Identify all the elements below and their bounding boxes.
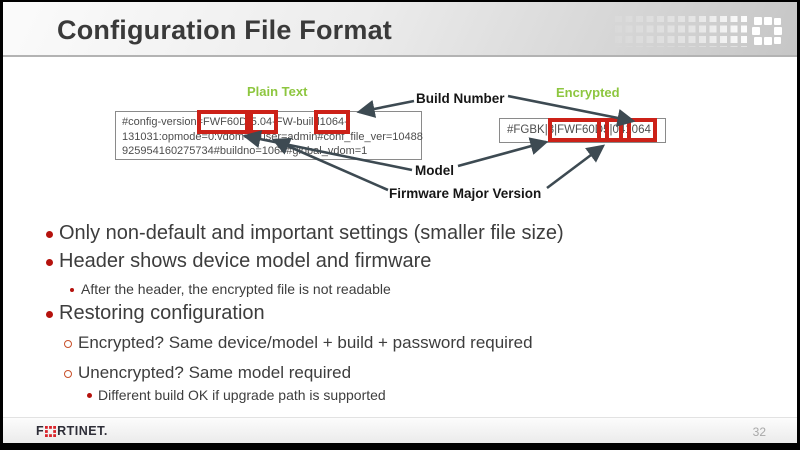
slide-background: [3, 2, 797, 443]
encrypted-label: Encrypted: [556, 85, 620, 100]
fortinet-dotted-o-icon: [45, 425, 57, 437]
highlight-version-encrypted: 5|04: [597, 118, 632, 142]
bullet-subsubitem: Different build OK if upgrade path is su…: [87, 387, 386, 403]
logo-text-prefix: F: [36, 424, 45, 438]
bullet-item: Header shows device model and firmware: [46, 250, 431, 273]
highlight-model-encrypted: |FWF60D: [548, 118, 610, 142]
plain-config-box: #config-version=FWF60D-5.04-FW-build1064…: [115, 110, 423, 160]
fortinet-logo: F RTINET.: [36, 424, 108, 438]
plain-text-label: Plain Text: [247, 84, 308, 99]
plain-config-line1: #config-version=FWF60D-5.04-FW-build1064…: [122, 110, 415, 134]
config-prefix: #config-version=: [122, 116, 204, 128]
callout-firmware-major-version: Firmware Major Version: [389, 186, 542, 201]
page-number: 32: [752, 425, 766, 439]
callout-build-number: Build Number: [416, 91, 505, 106]
fortinet-grid-pattern-icon: [615, 16, 782, 47]
bullet-item: Only non-default and important settings …: [46, 222, 564, 245]
highlight-build-plain: 1064: [313, 110, 351, 134]
highlight-model-plain: FWF60D: [197, 110, 254, 134]
page-title: Configuration File Format: [57, 15, 392, 45]
config-mid: -FW-build: [272, 116, 320, 128]
logo-text-suffix: RTINET.: [57, 424, 108, 438]
plain-config-line2: 131031:opmode=0:vdom=0:user=admin#conf_f…: [122, 130, 423, 143]
highlight-build-encrypted: 1064: [619, 118, 657, 142]
bullet-subitem: Unencrypted? Same model required: [64, 363, 351, 383]
config-sep: -: [247, 116, 251, 128]
callout-model: Model: [415, 163, 454, 178]
config-suffix: -: [344, 116, 348, 128]
bullet-subitem: After the header, the encrypted file is …: [70, 281, 391, 297]
highlight-version-plain: 5.04: [244, 110, 279, 134]
footer-bar: F RTINET. 32: [3, 417, 797, 443]
title-bar: Configuration File Format: [3, 2, 797, 57]
encrypted-config-box: #FGBK|3|FWF60D5|041064: [499, 118, 666, 143]
plain-config-line3: 925954160275734#buildno=1064#global_vdom…: [122, 145, 368, 157]
bullet-subitem: Encrypted? Same device/model + build + p…: [64, 333, 533, 353]
encrypted-prefix: #FGBK|3: [507, 124, 555, 136]
bullet-item: Restoring configuration: [46, 302, 265, 325]
